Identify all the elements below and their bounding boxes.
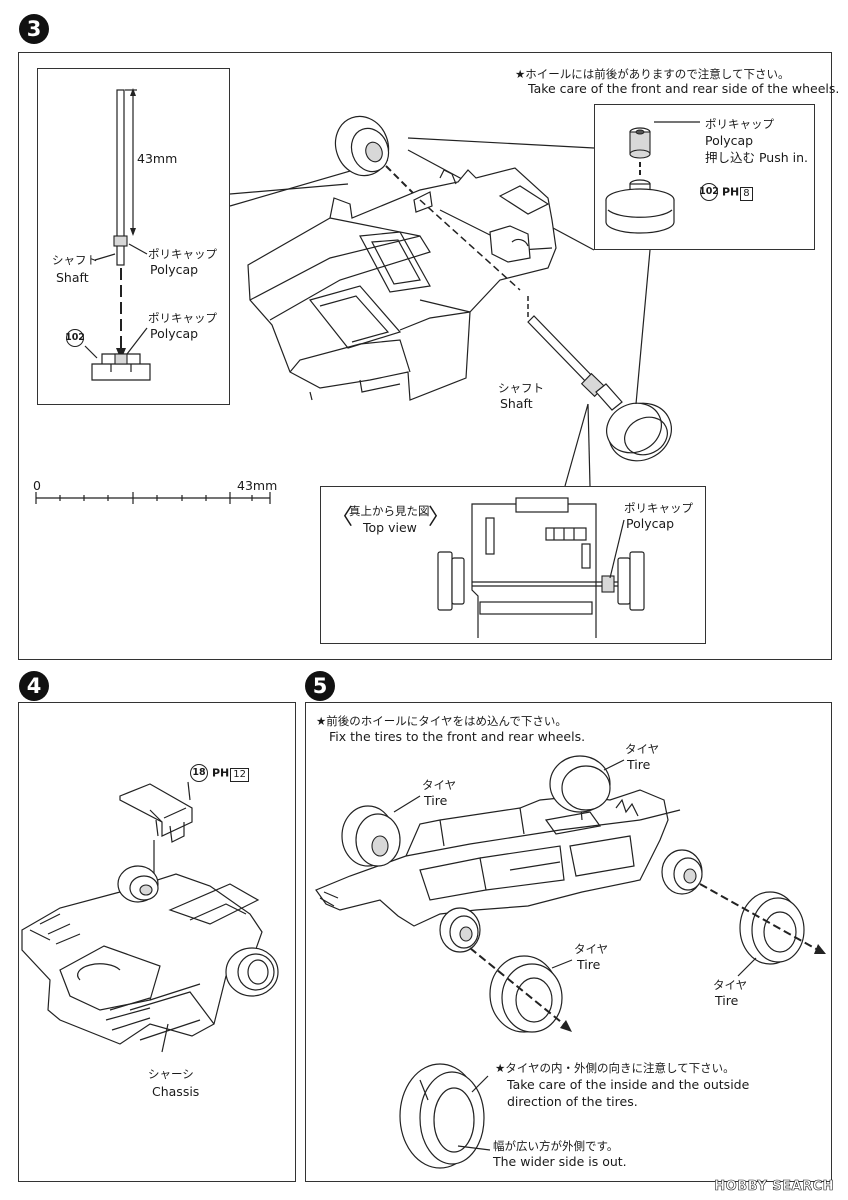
wide-side-jp: 幅が広い方が外側です。 — [493, 1139, 619, 1153]
hobby-search-watermark: HOBBY SEARCH — [714, 1179, 834, 1195]
step5-note-en: Fix the tires to the front and rear whee… — [329, 729, 586, 744]
wheel-icon — [117, 865, 159, 903]
detail-polycap-jp: ポリキャップ — [705, 117, 774, 131]
shaft-icon — [116, 89, 125, 266]
tire-tip-jp: ★タイヤの内・外側の向きに注意して下さい。 — [495, 1061, 735, 1075]
tire-tip-en-2: direction of the tires. — [507, 1094, 638, 1109]
step5-note-jp: ★前後のホイールにタイヤをはめ込んで下さい。 — [316, 714, 567, 728]
scale-ruler-icon — [35, 492, 271, 504]
wheel-icon — [439, 907, 481, 953]
scale-zero: 0 — [33, 478, 41, 493]
part-number-icon: 18 — [190, 764, 208, 782]
tire-label-jp-2: タイヤ — [422, 778, 457, 792]
chassis-label-jp: シャーシ — [148, 1067, 194, 1081]
part-number-icon: 102 — [699, 183, 719, 201]
top-polycap-en: Polycap — [626, 516, 675, 531]
step3-note-en: Take care of the front and rear side of … — [528, 81, 840, 96]
shaft-label-jp: シャフト — [52, 253, 98, 267]
shaft-inset-drawing — [84, 88, 151, 381]
step-4-badge: 4 — [19, 671, 49, 701]
top-view-bracket-right: 〉 — [428, 505, 451, 530]
part-number-icon: 102 — [65, 329, 85, 347]
polycap2-label-jp: ポリキャップ — [148, 311, 217, 325]
top-view-drawing — [437, 497, 645, 638]
tire-icon — [489, 955, 563, 1033]
top-view-box — [320, 486, 706, 644]
tire-icon — [549, 755, 611, 813]
tire-label-en-3: Tire — [577, 957, 601, 972]
wheel-icon — [225, 947, 279, 997]
top-polycap-jp: ポリキャップ — [624, 501, 693, 515]
shaft-label-en: Shaft — [56, 270, 89, 285]
top-view-jp: 真上から見た図 — [349, 504, 430, 518]
tire-icon — [739, 891, 805, 965]
tire-tip-en-1: Take care of the inside and the outside — [507, 1077, 750, 1092]
tire-icon — [341, 805, 401, 867]
step-3-panel — [18, 52, 832, 660]
step-4-panel — [18, 702, 296, 1182]
main-shaft-en: Shaft — [500, 396, 533, 411]
wheel-icon — [661, 849, 703, 895]
shaft-inset-box — [37, 68, 230, 405]
polycap2-label-en: Polycap — [150, 326, 199, 341]
wheel-icon — [606, 402, 672, 462]
tire-icon — [399, 1063, 485, 1169]
step-3-badge: 3 — [19, 14, 49, 44]
tire-label-en-4: Tire — [715, 993, 739, 1008]
arrow-icon — [469, 947, 572, 1032]
wheel-icon — [334, 115, 390, 177]
polycap-icon — [113, 235, 128, 247]
tire-label-jp-3: タイヤ — [574, 942, 609, 956]
top-view-en: Top view — [363, 520, 417, 535]
step-5-badge: 5 — [305, 671, 335, 701]
step3-note-jp: ★ホイールには前後がありますので注意して下さい。 — [515, 67, 790, 81]
wide-side-en: The wider side is out. — [493, 1154, 627, 1169]
main-shaft-jp: シャフト — [498, 381, 544, 395]
scale-max: 43mm — [237, 478, 278, 493]
tire-label-jp-4: タイヤ — [713, 978, 748, 992]
tire-label-jp-1: タイヤ — [625, 742, 660, 756]
top-view-bracket-left: 〈 — [331, 505, 354, 530]
polycap-label-jp: ポリキャップ — [148, 247, 217, 261]
tire-label-en-1: Tire — [627, 757, 651, 772]
detail-polycap-en: Polycap — [705, 133, 754, 148]
arrow-icon — [699, 883, 826, 954]
chassis-label-en: Chassis — [152, 1084, 200, 1099]
polycap-detail-box — [594, 104, 815, 250]
shaft-length-label: 43mm — [137, 151, 178, 166]
part-102-label: 102 — [65, 329, 85, 347]
polycap-label-en: Polycap — [150, 262, 199, 277]
step-5-panel — [305, 702, 832, 1182]
push-in-label: 押し込む Push in. — [705, 150, 808, 165]
tire-label-en-2: Tire — [424, 793, 448, 808]
polycap-detail-drawing — [605, 121, 700, 234]
